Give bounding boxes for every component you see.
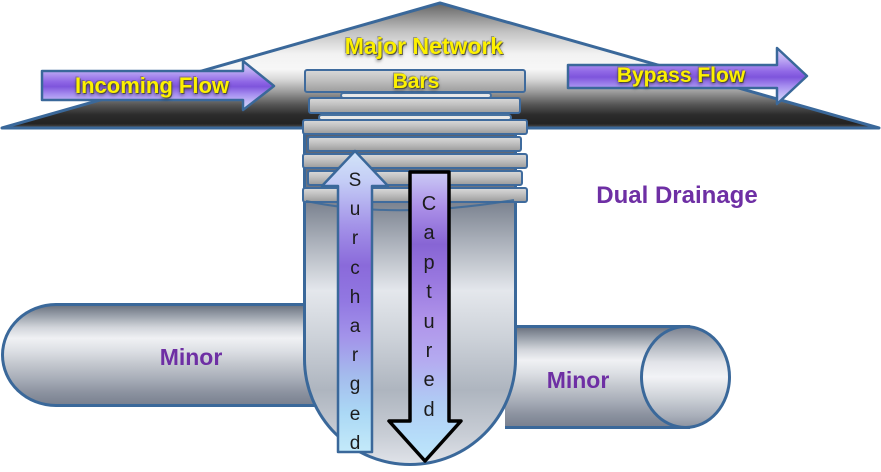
vertical-letter: h <box>349 286 361 308</box>
incoming-flow-label: Incoming Flow <box>75 73 229 98</box>
vertical-letter: a <box>423 222 435 245</box>
vertical-letter: p <box>423 251 435 274</box>
grate-bar <box>302 119 528 135</box>
dual-drainage-title: Dual Drainage <box>596 182 758 209</box>
minor-pipe-right-endcap <box>640 325 731 429</box>
grate-bar <box>304 69 526 93</box>
minor-pipe-left-label: Minor <box>159 344 223 370</box>
major-network-label: Major Network <box>344 33 504 59</box>
vertical-letter: r <box>351 228 359 250</box>
vertical-letter: C <box>421 193 437 215</box>
bypass-flow-arrow <box>566 46 809 106</box>
bypass-flow-label: Bypass Flow <box>616 64 746 87</box>
minor-pipe-left <box>1 303 318 407</box>
vertical-letter: r <box>425 340 433 363</box>
vertical-letter: d <box>423 398 435 421</box>
vertical-letter: u <box>349 199 361 221</box>
bars-label: Bars <box>392 70 440 93</box>
minor-pipe-right-label: Minor <box>546 367 610 393</box>
vertical-letter: S <box>348 170 362 191</box>
shaft-water-rim-line <box>305 199 515 212</box>
vertical-letter: e <box>423 369 435 392</box>
vertical-letter: c <box>350 257 360 279</box>
vertical-letter: g <box>349 374 361 396</box>
vertical-letter: e <box>349 403 361 425</box>
surcharged-up-arrow <box>320 149 390 454</box>
vertical-letter: u <box>423 310 435 333</box>
vertical-letter: a <box>349 316 361 338</box>
vertical-letter: d <box>349 432 361 454</box>
vertical-letter: t <box>426 281 432 304</box>
vertical-letter: r <box>351 345 359 367</box>
grate-bar <box>307 136 522 152</box>
grate-bar <box>308 97 521 114</box>
incoming-flow-arrow <box>40 59 276 112</box>
captured-down-arrow <box>387 170 463 463</box>
